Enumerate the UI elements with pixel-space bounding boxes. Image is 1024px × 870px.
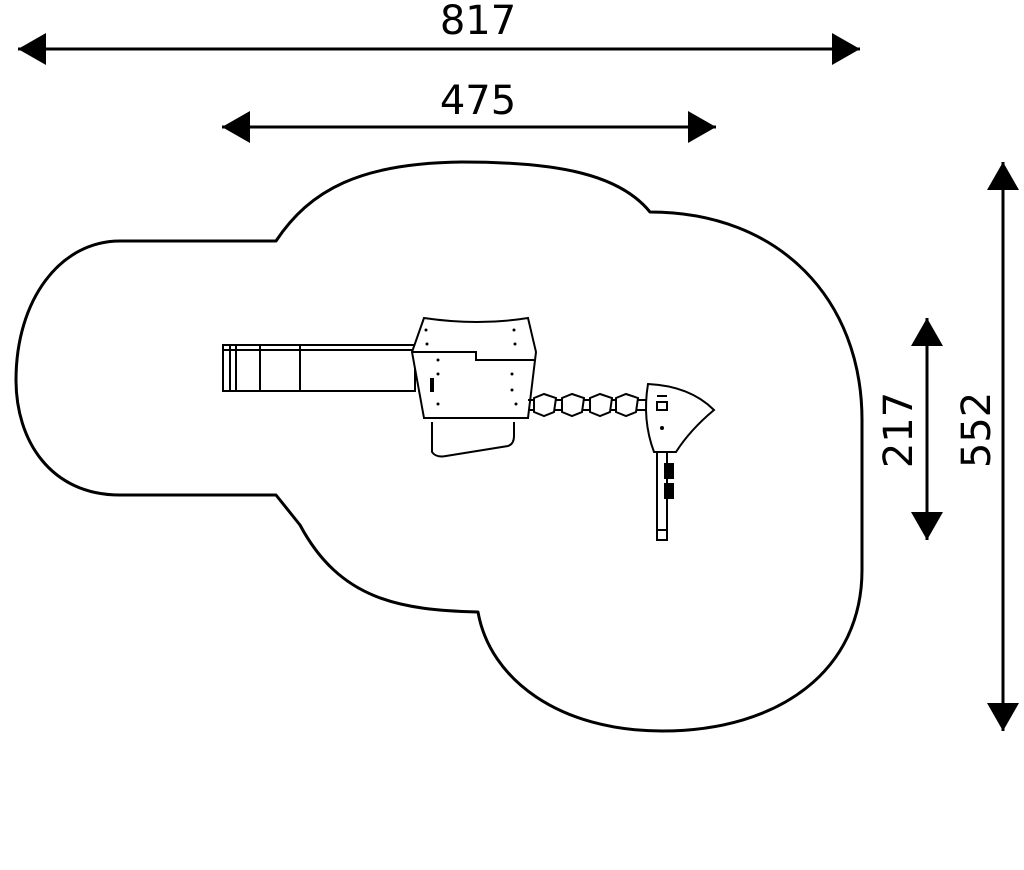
fish-deck — [645, 382, 716, 453]
dimension-equipment-depth: 217 — [876, 318, 943, 540]
safety-zone-outline — [14, 160, 864, 733]
arrowhead-left — [18, 33, 46, 65]
fish-deck-body — [645, 382, 716, 453]
ladder-step — [664, 463, 674, 479]
arrowhead-left — [222, 111, 250, 143]
arrowhead-top — [911, 318, 943, 346]
tower-ladder-frame — [431, 422, 515, 458]
slide — [222, 344, 416, 392]
dimension-label-equipment-width: 475 — [440, 78, 516, 124]
arrowhead-bottom — [987, 703, 1019, 731]
tower-bolt-dots — [424, 328, 518, 406]
fish-deck-eye — [656, 401, 668, 411]
bridge-plank — [533, 392, 558, 418]
bridge-plank — [589, 392, 614, 418]
dimension-equipment-width: 475 — [222, 78, 716, 143]
bridge-plank — [615, 392, 640, 418]
dimension-overall-width: 817 — [18, 0, 860, 65]
arrowhead-bottom — [911, 512, 943, 540]
dimension-label-equipment-depth: 217 — [876, 392, 922, 468]
slide-chute — [222, 344, 416, 392]
tower-roof-ridge — [412, 351, 534, 361]
bridge-plank — [561, 392, 586, 418]
arrowhead-right — [688, 111, 716, 143]
bridge — [528, 392, 650, 418]
arrowhead-top — [987, 162, 1019, 190]
tower-roof — [410, 316, 538, 419]
tower-platform — [410, 316, 538, 458]
climbing-ladder — [656, 451, 674, 541]
fish-deck-bolt — [660, 426, 664, 430]
arrowhead-right — [832, 33, 860, 65]
dimension-overall-depth: 552 — [954, 162, 1019, 731]
dimension-label-overall-depth: 552 — [954, 392, 1000, 468]
ladder-step — [664, 483, 674, 499]
dimension-label-overall-width: 817 — [440, 0, 516, 44]
